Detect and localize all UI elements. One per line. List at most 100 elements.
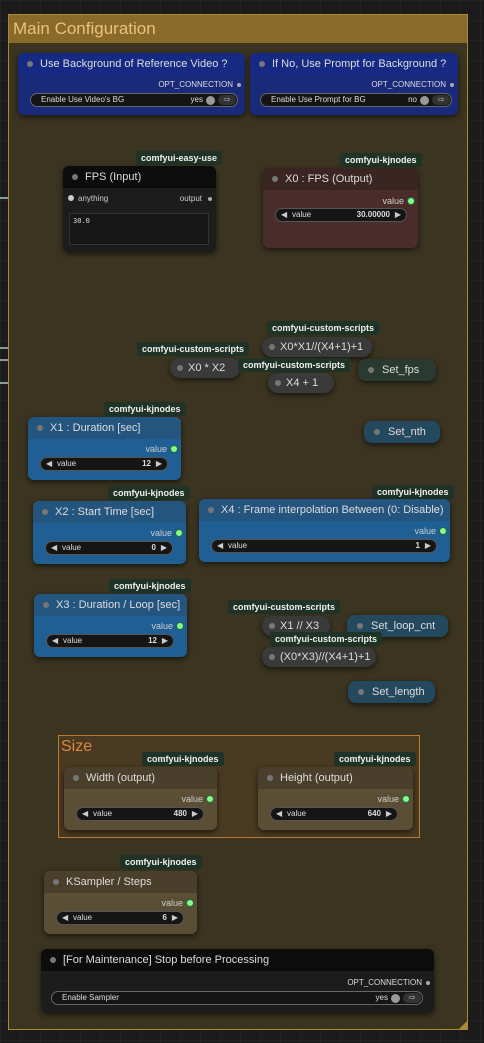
height-value-widget[interactable]: ◀ value 640 ▶ — [270, 807, 398, 821]
arrow-left-icon[interactable]: ◀ — [82, 809, 89, 818]
arrow-right-icon[interactable]: ▶ — [424, 541, 431, 550]
x1-div-x3-node[interactable]: X1 // X3 — [262, 616, 330, 636]
set-length-node[interactable]: Set_length — [348, 681, 435, 703]
toggle-knob[interactable] — [391, 994, 400, 1003]
x0x3-expression-node[interactable]: (X0*X3)//(X4+1)+1 — [262, 647, 376, 667]
node-collapse-dot[interactable] — [42, 509, 48, 515]
size-group-title[interactable]: Size — [61, 738, 93, 755]
set-fps-node[interactable]: Set_fps — [358, 359, 436, 381]
group-resize-handle[interactable] — [459, 1021, 467, 1029]
arrow-left-icon[interactable]: ◀ — [217, 541, 224, 550]
output-port[interactable] — [237, 83, 241, 87]
toggle-knob[interactable] — [420, 96, 429, 105]
arrow-right-icon[interactable]: ▶ — [394, 210, 401, 219]
height-output-node[interactable]: Height (output) value ◀ value 640 ▶ — [258, 767, 413, 830]
loop-duration-value-widget[interactable]: ◀ value 12 ▶ — [46, 634, 174, 648]
arrow-left-icon[interactable]: ◀ — [52, 636, 59, 645]
output-port[interactable] — [207, 796, 213, 802]
node-collapse-dot[interactable] — [368, 367, 374, 373]
x4-frame-interpolation-node[interactable]: X4 : Frame interpolation Between (0: Dis… — [199, 499, 450, 562]
arrow-left-icon[interactable]: ◀ — [51, 543, 58, 552]
toggle-knob[interactable] — [206, 96, 215, 105]
output-port[interactable] — [403, 796, 409, 802]
x2-start-time-node[interactable]: X2 : Start Time [sec] value ◀ value 0 ▶ — [33, 501, 186, 564]
arrow-right-icon[interactable]: ▶ — [385, 809, 392, 818]
output-port[interactable] — [187, 900, 193, 906]
group-title[interactable]: Main Configuration — [9, 15, 467, 43]
x0x1-expression-node[interactable]: X0*X1//(X4+1)+1 — [262, 337, 372, 357]
node-collapse-dot[interactable] — [177, 365, 183, 371]
arrow-left-icon[interactable]: ◀ — [62, 913, 69, 922]
node-collapse-dot[interactable] — [72, 174, 78, 180]
output-label: value — [377, 794, 399, 804]
node-title: Use Background of Reference Video ? — [40, 58, 228, 70]
arrow-right-icon[interactable]: ▶ — [161, 636, 168, 645]
arrow-left-icon[interactable]: ◀ — [46, 459, 53, 468]
x0-fps-node[interactable]: X0 : FPS (Output) value ◀ value 30.00000… — [263, 168, 418, 248]
arrow-right-icon[interactable]: ▶ — [191, 809, 198, 818]
fps-value-widget[interactable]: ◀ value 30.00000 ▶ — [275, 208, 407, 222]
node-collapse-dot[interactable] — [269, 623, 275, 629]
node-collapse-dot[interactable] — [208, 507, 214, 513]
arrow-left-icon[interactable]: ◀ — [281, 210, 288, 219]
arrow-right-icon[interactable]: ▶ — [155, 459, 162, 468]
arrow-right-icon[interactable]: ▶ — [160, 543, 167, 552]
node-collapse-dot[interactable] — [358, 689, 364, 695]
output-port[interactable] — [171, 446, 177, 452]
interpolation-value-widget[interactable]: ◀ value 1 ▶ — [211, 539, 437, 553]
arrow-button[interactable]: ⇨ — [432, 95, 450, 105]
node-collapse-dot[interactable] — [73, 775, 79, 781]
output-port[interactable] — [176, 530, 182, 536]
x1-duration-node[interactable]: X1 : Duration [sec] value ◀ value 12 ▶ — [28, 417, 181, 480]
arrow-right-icon[interactable]: ▶ — [171, 913, 178, 922]
node-collapse-dot[interactable] — [272, 176, 278, 182]
output-port[interactable] — [408, 198, 414, 204]
set-nth-node[interactable]: Set_nth — [364, 421, 440, 443]
arrow-button[interactable]: ⇨ — [218, 95, 236, 105]
node-collapse-dot[interactable] — [43, 602, 49, 608]
node-collapse-dot[interactable] — [27, 61, 33, 67]
prompt-background-node[interactable]: If No, Use Prompt for Background ? OPT_C… — [250, 53, 458, 115]
widget-label: value — [93, 809, 113, 818]
ksampler-steps-node[interactable]: KSampler / Steps value ◀ value 6 ▶ — [44, 871, 197, 934]
node-collapse-dot[interactable] — [53, 879, 59, 885]
x0-mul-x2-node[interactable]: X0 * X2 — [170, 358, 240, 378]
width-value-widget[interactable]: ◀ value 480 ▶ — [76, 807, 204, 821]
node-collapse-dot[interactable] — [275, 380, 281, 386]
enable-sampler-toggle[interactable]: Enable Sampler yes ⇨ — [51, 991, 423, 1005]
widget-value: 1 — [415, 541, 420, 550]
node-collapse-dot[interactable] — [269, 654, 275, 660]
use-video-bg-toggle[interactable]: Enable Use Video's BG yes ⇨ — [30, 93, 238, 107]
node-collapse-dot[interactable] — [357, 623, 363, 629]
node-title: [For Maintenance] Stop before Processing — [63, 954, 270, 966]
toggle-label: Enable Sampler — [62, 993, 119, 1002]
use-prompt-bg-toggle[interactable]: Enable Use Prompt for BG no ⇨ — [260, 93, 452, 107]
fps-input-node[interactable]: FPS (Input) anything output 30.0 — [63, 166, 216, 252]
width-output-node[interactable]: Width (output) value ◀ value 480 ▶ — [64, 767, 217, 830]
output-port[interactable] — [450, 83, 454, 87]
duration-value-widget[interactable]: ◀ value 12 ▶ — [40, 457, 168, 471]
output-port[interactable] — [426, 981, 430, 985]
node-collapse-dot[interactable] — [374, 429, 380, 435]
x3-duration-loop-node[interactable]: X3 : Duration / Loop [sec] value ◀ value… — [34, 594, 187, 657]
arrow-button[interactable]: ⇨ — [403, 993, 421, 1003]
node-collapse-dot[interactable] — [259, 61, 265, 67]
node-title: Width (output) — [86, 772, 156, 784]
value-text-area[interactable]: 30.0 — [69, 213, 209, 245]
set-loop-cnt-node[interactable]: Set_loop_cnt — [347, 615, 448, 637]
node-collapse-dot[interactable] — [37, 425, 43, 431]
input-port[interactable] — [68, 195, 74, 201]
use-background-node[interactable]: Use Background of Reference Video ? OPT_… — [18, 53, 245, 115]
steps-value-widget[interactable]: ◀ value 6 ▶ — [56, 911, 184, 925]
maintenance-stop-node[interactable]: [For Maintenance] Stop before Processing… — [41, 949, 434, 1013]
node-collapse-dot[interactable] — [267, 775, 273, 781]
arrow-left-icon[interactable]: ◀ — [276, 809, 283, 818]
output-port[interactable] — [208, 197, 212, 201]
node-collapse-dot[interactable] — [269, 344, 275, 350]
output-port[interactable] — [177, 623, 183, 629]
node-collapse-dot[interactable] — [50, 957, 56, 963]
start-time-value-widget[interactable]: ◀ value 0 ▶ — [45, 541, 173, 555]
widget-label: value — [57, 459, 77, 468]
x4-plus-1-node[interactable]: X4 + 1 — [268, 373, 334, 393]
output-port[interactable] — [440, 528, 446, 534]
